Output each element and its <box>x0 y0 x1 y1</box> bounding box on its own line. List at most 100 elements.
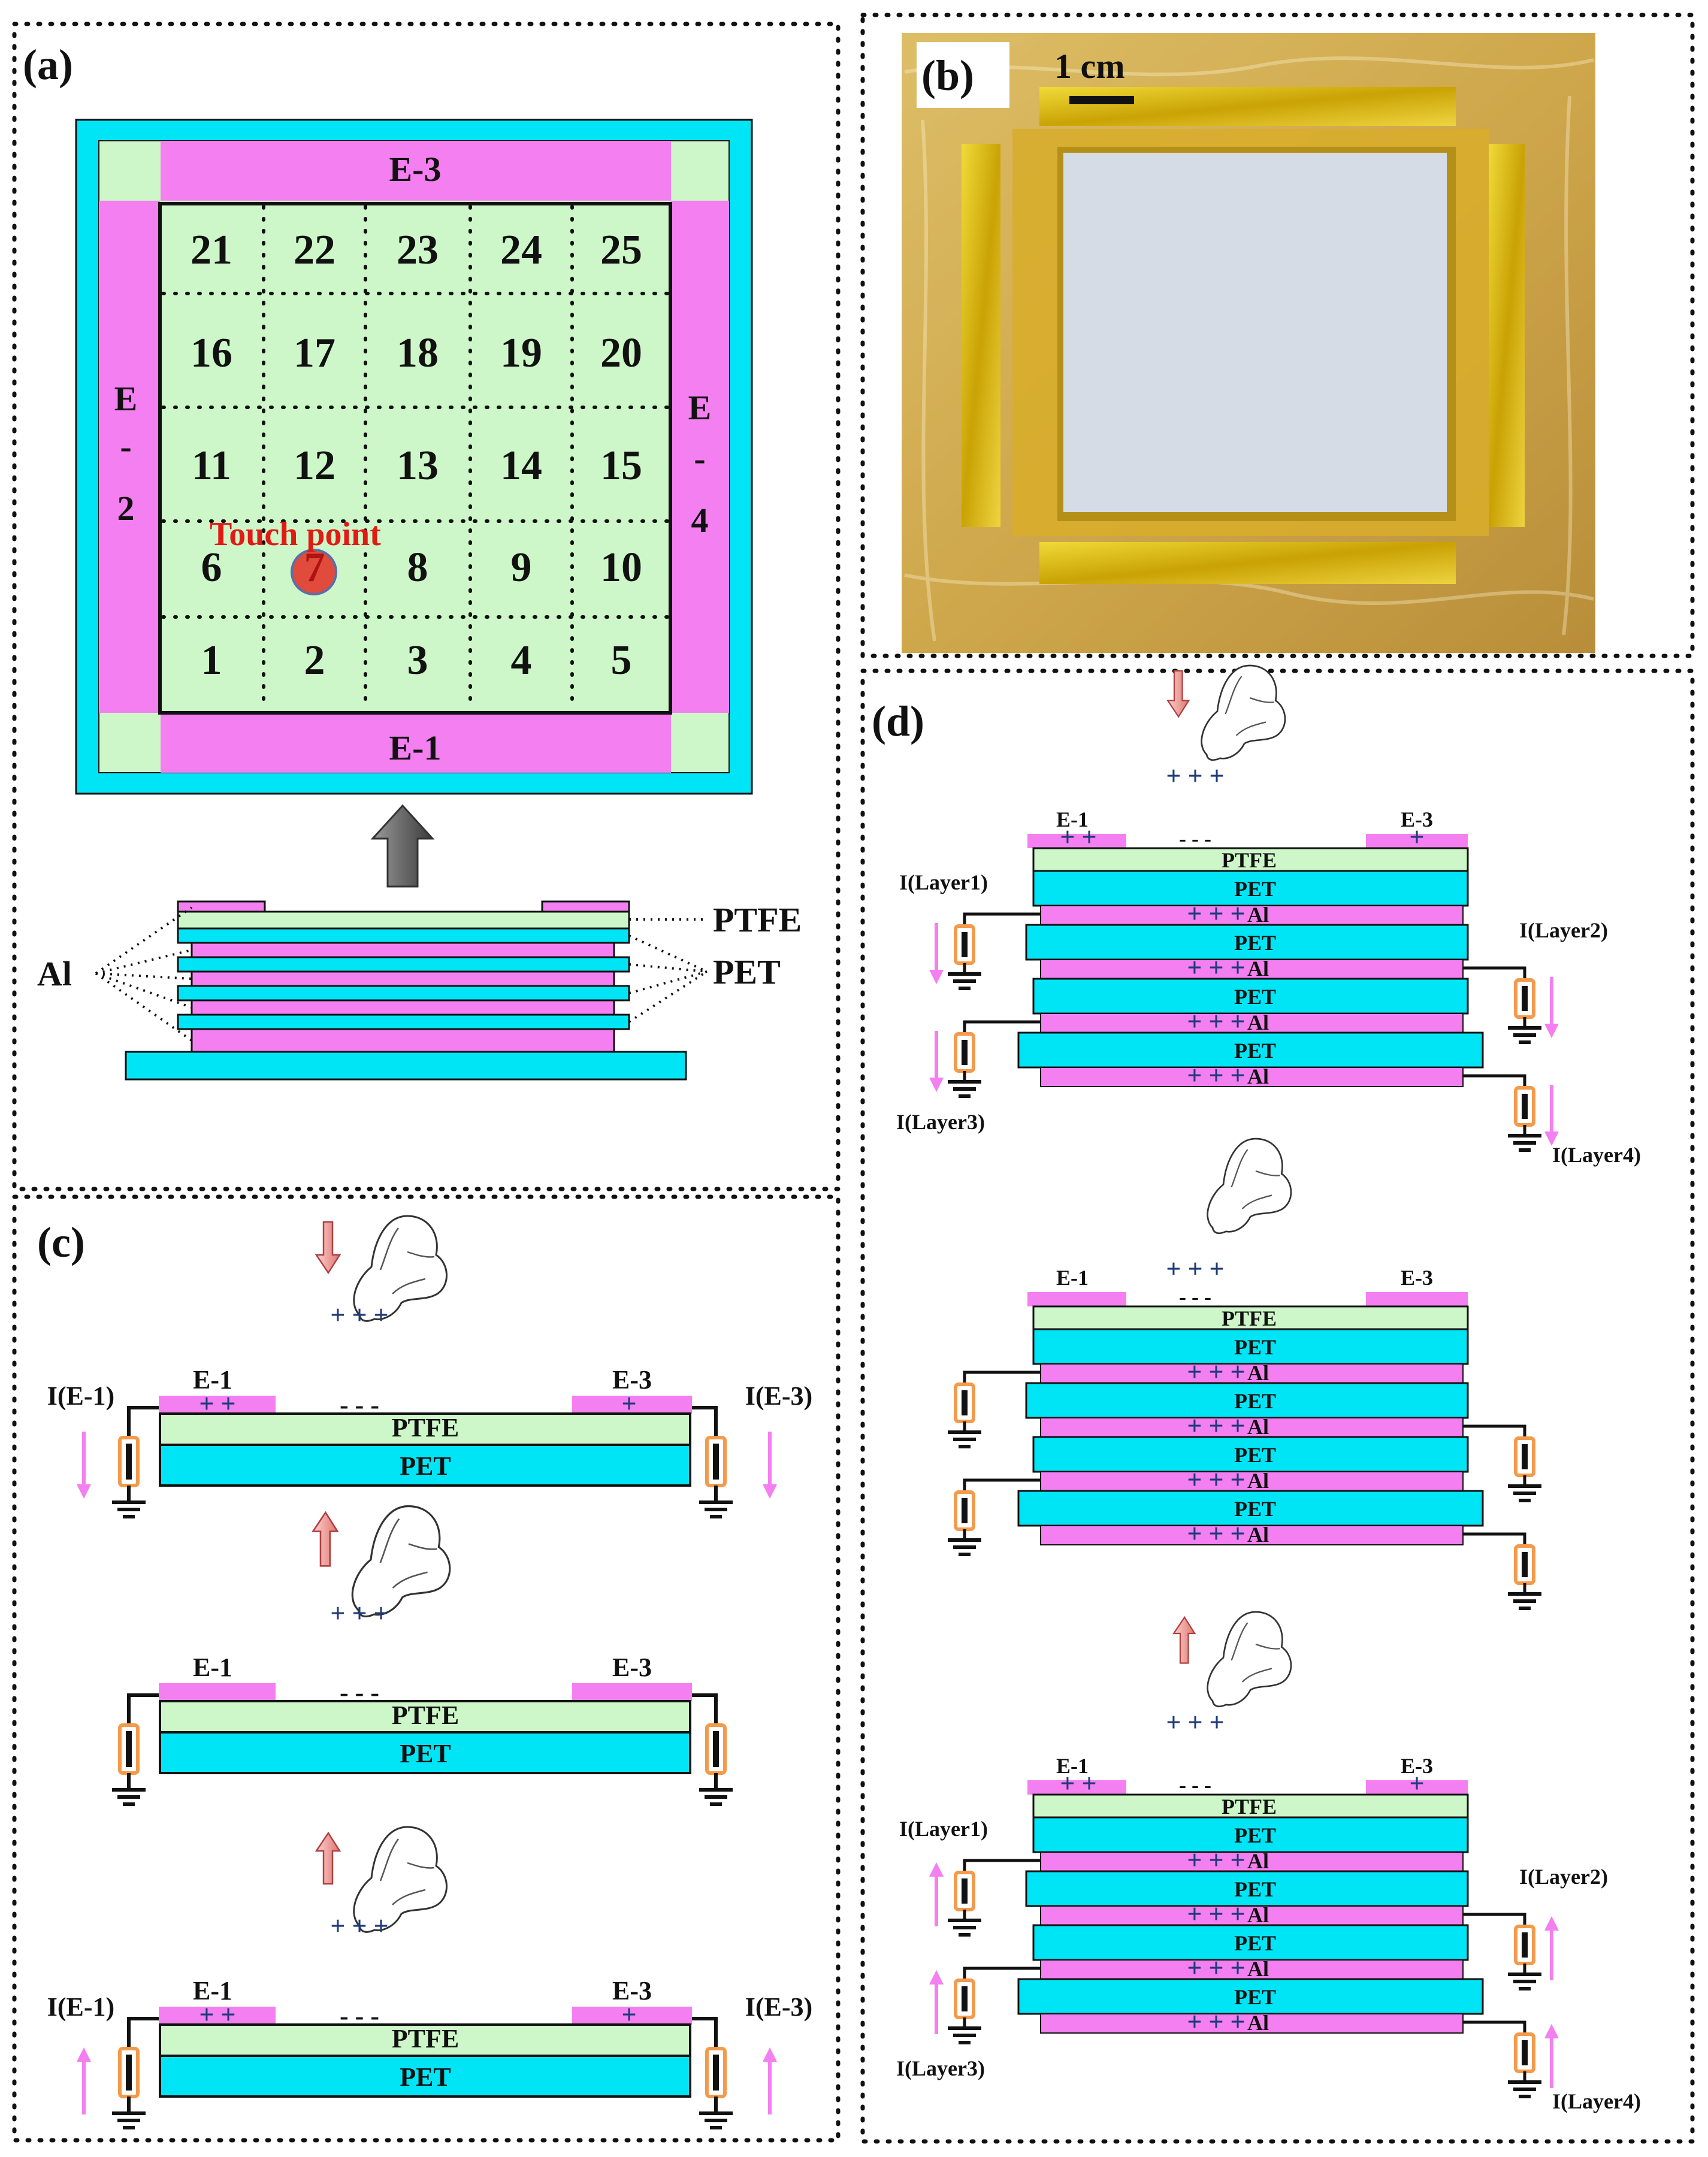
pet-layer <box>1025 924 1469 961</box>
current-layer3-label: I(Layer3) <box>896 1110 985 1134</box>
ptfe-negative-charges: - - - <box>340 1678 379 1707</box>
load-resistor <box>1514 1086 1535 1127</box>
pet-layer <box>159 1444 691 1487</box>
grid-cell-3: 3 <box>407 637 428 683</box>
load-resistor <box>1514 978 1535 1019</box>
al-positive-charges: + + + <box>1187 1357 1245 1387</box>
hand-icon <box>353 1826 448 1933</box>
sensing-area <box>158 202 672 715</box>
electrode-left-strip <box>99 201 160 713</box>
load-resistor <box>1514 2032 1535 2073</box>
al-label: Al <box>1247 903 1269 927</box>
grid-cell-11: 11 <box>192 443 231 489</box>
grid-cell-22: 22 <box>294 227 335 273</box>
release-up-arrow <box>1172 1616 1196 1664</box>
ptfe-label: PTFE <box>1222 848 1277 872</box>
al-label: Al <box>1247 1903 1269 1927</box>
electrode-e1-strip <box>159 1396 276 1414</box>
e1-label: E-1 <box>193 1653 232 1682</box>
pet-label: PET <box>1234 1823 1276 1847</box>
ground-icon <box>1508 2080 1541 2098</box>
right-ground <box>699 1500 733 1518</box>
finger-pressing <box>311 1505 451 1618</box>
al-label: Al <box>1247 1361 1269 1385</box>
load-resistor <box>1514 1544 1535 1585</box>
al-label: Al <box>1247 2011 1269 2035</box>
grid-cell-19: 19 <box>500 330 542 376</box>
al-layer <box>1040 1525 1464 1545</box>
al-wire <box>1463 2020 1526 2034</box>
ptfe-label: PTFE <box>392 2024 459 2053</box>
e3-label: E-3 <box>1401 1266 1433 1290</box>
grid-cell-20: 20 <box>600 330 642 376</box>
pet-layer <box>159 2055 691 2098</box>
ptfe-label: PTFE <box>392 1701 459 1730</box>
hand-icon <box>1207 1611 1292 1708</box>
hand-detail <box>379 1838 435 1905</box>
stack-al-label: Al <box>37 954 72 993</box>
stack-pet-label: PET <box>713 952 781 991</box>
e3-label: E-3 <box>1401 807 1433 831</box>
right-resistor <box>705 1723 727 1775</box>
device-photo <box>902 33 1595 653</box>
grid-cell-2: 2 <box>304 637 325 683</box>
touch-point-label: Touch point <box>210 516 381 553</box>
electrode-e2-label-3: 2 <box>117 489 135 528</box>
stack-leader-lines <box>95 906 708 1042</box>
e1-label: E-1 <box>1056 1754 1089 1778</box>
ptfe-label: PTFE <box>1222 1306 1277 1330</box>
pet-layer <box>1032 978 1469 1015</box>
panel-c-label: (c) <box>37 1218 85 1266</box>
al-label: Al <box>1247 1523 1269 1547</box>
al-layer <box>1040 1471 1464 1492</box>
grid-cell-4: 4 <box>511 637 532 683</box>
grid-cell-18: 18 <box>397 330 439 376</box>
hand-detail <box>1231 1149 1280 1209</box>
electrode-e1-strip <box>1027 1780 1126 1795</box>
pet-label: PET <box>1234 1877 1276 1901</box>
grid-cell-13: 13 <box>397 443 439 489</box>
grid-cell-23: 23 <box>397 227 439 273</box>
hand-icon <box>1201 664 1286 761</box>
al-label: Al <box>1247 1011 1269 1034</box>
grid-cell-21: 21 <box>191 227 232 273</box>
pet-layer <box>1017 1490 1484 1527</box>
pet-label: PET <box>1234 877 1276 901</box>
ptfe-negative-charges: - - - <box>1179 1773 1211 1797</box>
al-layer <box>1040 1417 1464 1438</box>
ptfe-layer <box>1032 847 1469 872</box>
al-layer <box>1040 1067 1464 1087</box>
al-wire <box>963 1859 1041 1872</box>
finger-positive-charges: + + + <box>330 1911 388 1941</box>
pet-layer <box>1032 1328 1469 1365</box>
electrode-e4-label-2: - <box>694 439 705 478</box>
e1-positive-charges: + + <box>1060 1769 1096 1798</box>
ground-icon <box>948 1430 981 1448</box>
e3-positive-charges: + <box>1409 1769 1424 1798</box>
ground-icon <box>1508 1134 1541 1152</box>
al-label: Al <box>1247 957 1269 981</box>
electrode-e4-label-3: 4 <box>691 501 709 540</box>
al-wire <box>963 1967 1041 1980</box>
panel-b-label-bg <box>917 42 1009 108</box>
al-wire <box>1463 1074 1526 1088</box>
ground-icon <box>948 1538 981 1556</box>
al-layer <box>1040 1905 1464 1926</box>
finger-positive-charges: + + + <box>1166 1254 1224 1284</box>
grid-cell-1: 1 <box>201 637 222 683</box>
al-positive-charges: + + + <box>1187 1846 1245 1875</box>
al-wire <box>963 1020 1041 1034</box>
pet-layer <box>1032 1924 1469 1961</box>
finger-approaching <box>1166 664 1286 761</box>
pet-label: PET <box>1234 931 1276 955</box>
right-ground <box>699 2111 733 2129</box>
electrode-e1-strip <box>1027 834 1126 848</box>
grid-cell-6: 6 <box>201 544 222 591</box>
electrode-e1-label: E-1 <box>389 728 442 767</box>
finger-leaving <box>315 1826 448 1933</box>
al-positive-charges: + + + <box>1187 1953 1245 1983</box>
